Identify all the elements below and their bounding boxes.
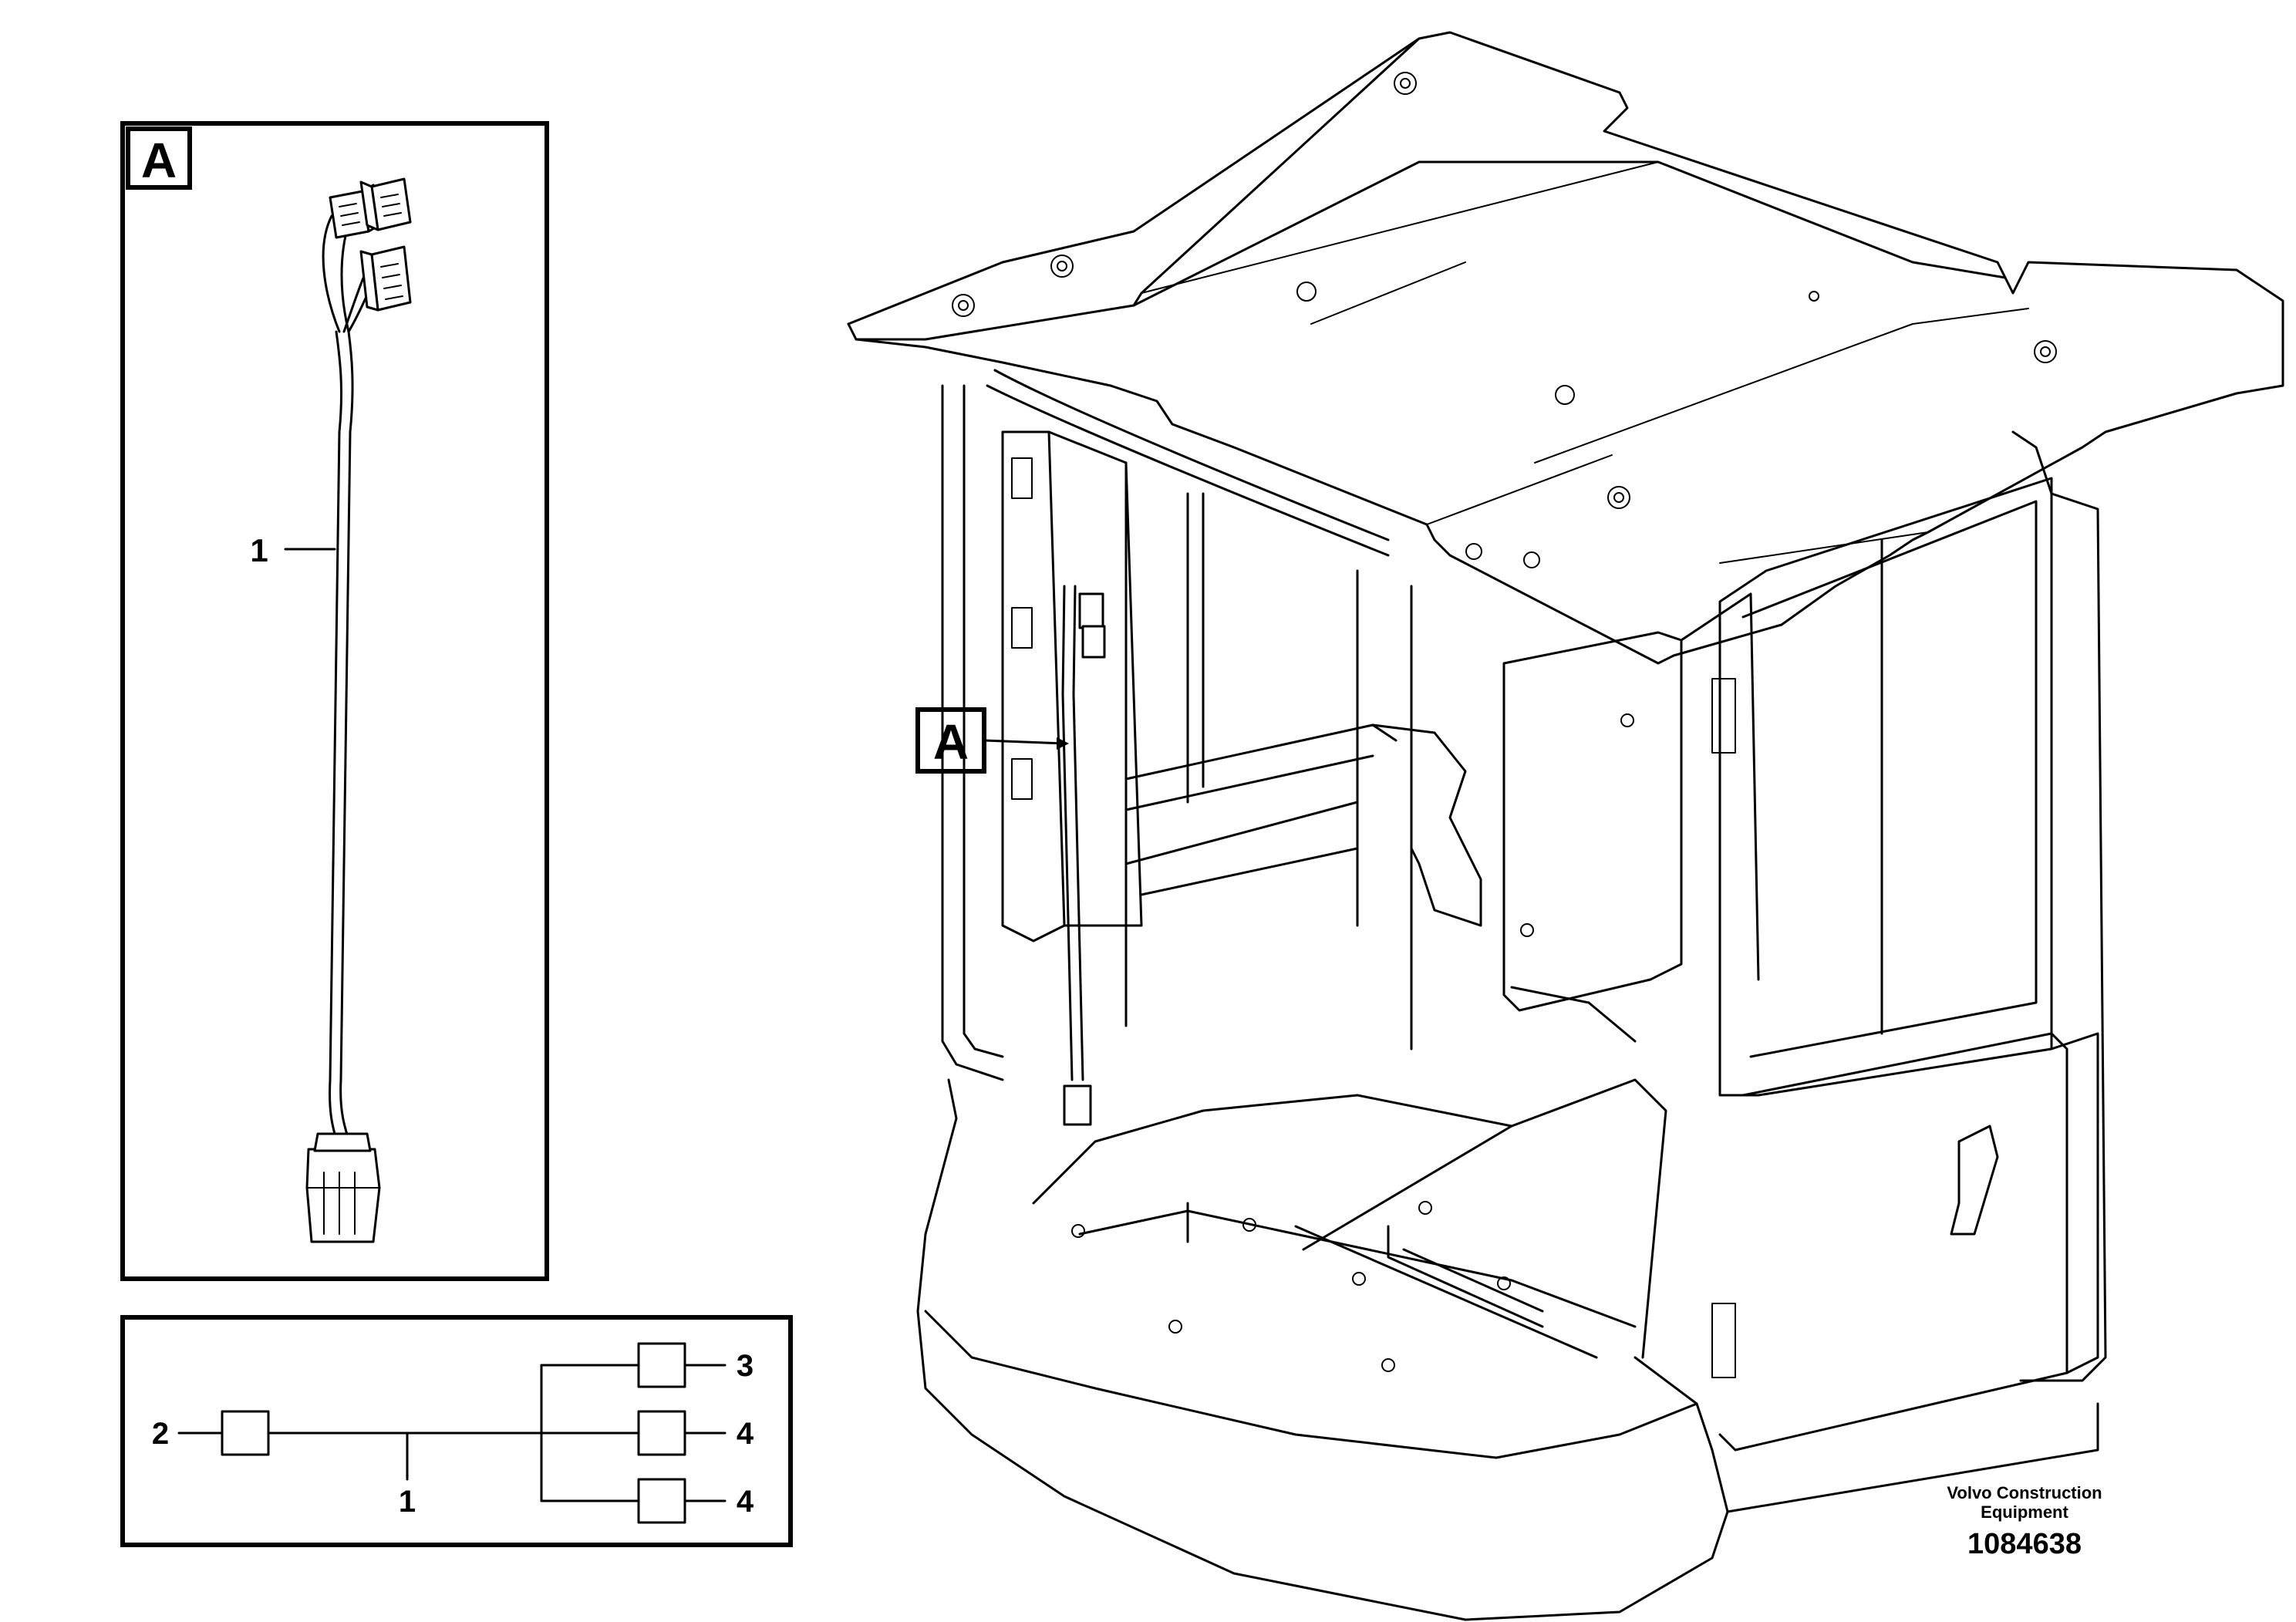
cab-callout-tag: A (933, 714, 969, 770)
schematic-branch-connector-bottom (637, 1478, 686, 1524)
cab-harness (1061, 585, 1106, 1126)
schematic-panel: 2 1 3 4 4 (120, 1315, 793, 1547)
cab-roof (847, 31, 2284, 665)
detail-a-callout-1: 1 (250, 532, 268, 568)
brand-line-1: Volvo Construction (1947, 1483, 2102, 1502)
cab-rear-frame (1124, 461, 1482, 1050)
schematic-callout-1: 1 (399, 1485, 416, 1519)
schematic-callout-4-bottom: 4 (737, 1485, 754, 1519)
detail-a-panel: A (120, 121, 549, 1281)
connector-middle (359, 245, 412, 312)
harness-cable (322, 214, 381, 1151)
detail-a-tag-box (126, 126, 192, 190)
connector-top-right (359, 177, 412, 231)
cab-center-panel (1502, 592, 1760, 1043)
detail-a-tag: A (141, 133, 177, 188)
cab-illustration: A (847, 31, 2284, 1621)
brand-line-2: Equipment (1981, 1502, 2068, 1522)
schematic-branch-connector-top (637, 1342, 686, 1388)
cab-base-skirt (916, 1078, 2099, 1621)
schematic-callout-4-mid: 4 (737, 1417, 754, 1451)
schematic-callout-2: 2 (152, 1417, 169, 1451)
schematic-main-connector (221, 1410, 270, 1456)
title-block: Volvo Construction Equipment 1084638 (1947, 1483, 2102, 1560)
cab-floor (1032, 1078, 1667, 1372)
cab-left-pillar (1001, 430, 1143, 943)
drawing-number: 1084638 (1967, 1528, 2082, 1560)
cab-right-door (1711, 430, 2107, 1452)
cab-left-handrail (941, 369, 1390, 1081)
cab-callout-a: A (915, 707, 1069, 774)
schematic-callout-3: 3 (737, 1349, 754, 1383)
connector-bottom (305, 1132, 381, 1243)
schematic-branch-connector-mid (637, 1410, 686, 1456)
